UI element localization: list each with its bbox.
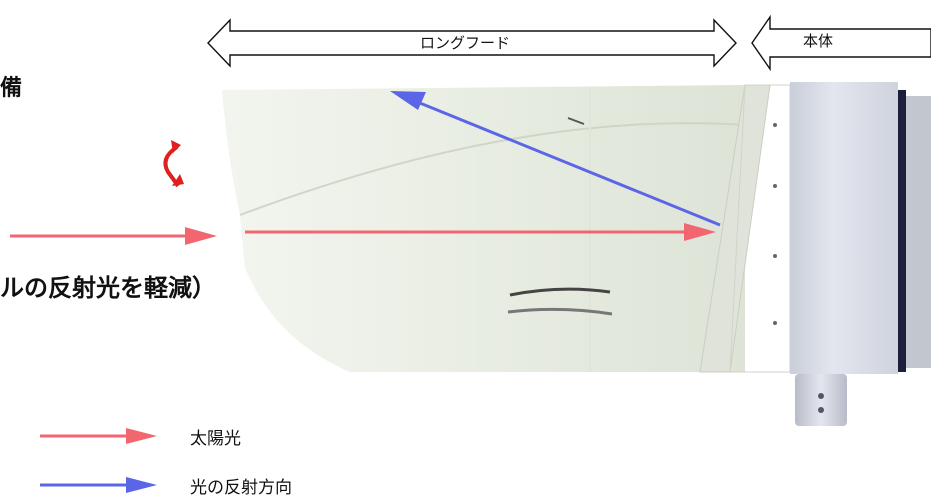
long-hood-label: ロングフード [420, 34, 511, 52]
legend-sunlight-label: 太陽光 [190, 429, 241, 449]
hood-upper-lip [222, 85, 745, 215]
main-body-label: 本体 [803, 32, 834, 50]
long-hood-dimension-arrow [207, 18, 737, 68]
legend-reflection-label: 光の反射方向 [190, 478, 292, 498]
feature-caption-partial: 備 [0, 76, 23, 101]
camera-body [790, 82, 898, 374]
legend-sunlight-arrow [40, 428, 157, 444]
sunlight-arrow-inside [245, 223, 716, 241]
glare-reduction-caption-partial: ルの反射光を軽減） [0, 274, 216, 302]
camera-mount [795, 374, 847, 426]
rotate-icon [163, 140, 184, 188]
main-body-dimension-arrow [751, 14, 931, 72]
reflection-arrow [390, 91, 721, 227]
legend-reflection-arrow [40, 477, 157, 493]
sunlight-arrow-incoming [10, 227, 217, 245]
